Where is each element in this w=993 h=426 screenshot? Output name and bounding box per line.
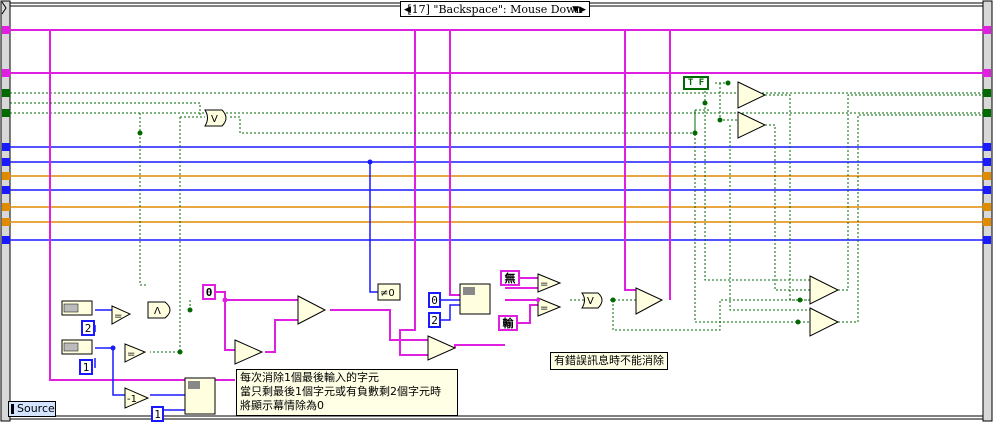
- svg-text:-1: -1: [127, 394, 137, 405]
- svg-text:=: =: [540, 279, 548, 290]
- numeric-constant-zero[interactable]: 0: [428, 292, 441, 308]
- and-gate: [147, 301, 171, 319]
- numeric-constant-two-a[interactable]: 2: [81, 320, 95, 336]
- select-node-4: [635, 287, 664, 315]
- svg-text:=: =: [540, 303, 548, 314]
- main-note-line-2: 當只剩最後1個字元或有負數剩2個字元時: [240, 385, 441, 398]
- or-gate-right: [581, 292, 603, 309]
- select-node-1: [297, 295, 327, 325]
- wires-string: [49, 29, 983, 381]
- svg-text:V: V: [587, 296, 594, 307]
- error-note-comment: 有錯誤訊息時不能消除: [550, 352, 668, 370]
- or-label-top: V: [211, 114, 218, 125]
- decrement-case-arrow-icon[interactable]: ◀: [404, 5, 411, 15]
- wires-numeric: [94, 162, 460, 411]
- equal-node-2: [124, 343, 147, 363]
- string-constant-none[interactable]: 無: [500, 270, 520, 286]
- wires-horizontal: [10, 29, 983, 241]
- tunnels: [2, 26, 991, 244]
- string-constant-zero[interactable]: 0: [202, 284, 216, 300]
- equal-node-1: [111, 305, 132, 325]
- or-gate-top: [204, 109, 227, 127]
- select-node-5: [737, 81, 767, 109]
- select-node-7: [809, 275, 840, 305]
- and-label: Λ: [154, 306, 161, 317]
- not-equal-zero-node: [377, 283, 401, 301]
- equal-node-4: [537, 297, 562, 317]
- select-node-6: [737, 111, 767, 139]
- svg-text:=: =: [114, 311, 122, 322]
- function-nodes: [61, 80, 840, 415]
- boolean-constant-tf[interactable]: T F: [683, 76, 709, 90]
- main-note-comment: 每次消除1個最後輸入的字元 當只剩最後1個字元或有負數剩2個字元時 將顯示幕情除…: [236, 369, 458, 416]
- main-note-line-1: 每次消除1個最後輸入的字元: [240, 371, 379, 384]
- numeric-constant-two-b[interactable]: 2: [428, 312, 441, 328]
- main-note-line-3: 將顯示幕情除為0: [240, 399, 324, 412]
- numeric-constant-one-b[interactable]: 1: [151, 406, 164, 422]
- select-node-2: [234, 339, 264, 365]
- string-constant-input[interactable]: 輸: [498, 315, 518, 331]
- svg-text:=: =: [127, 349, 135, 360]
- case-selector-label: [17] "Backspace": Mouse Down: [407, 3, 583, 16]
- source-terminal[interactable]: Source: [8, 401, 56, 417]
- select-node-3: [427, 335, 457, 361]
- minus-one-node: [124, 387, 150, 409]
- select-node-8: [809, 307, 840, 337]
- case-selector[interactable]: ◀ [17] "Backspace": Mouse Down ▼▶: [400, 1, 590, 17]
- node-labels: V Λ = = = = -1 V ≠0: [114, 114, 594, 405]
- svg-text:≠0: ≠0: [380, 288, 395, 299]
- numeric-constant-one-a[interactable]: 1: [79, 359, 93, 375]
- equal-node-3: [537, 273, 562, 293]
- case-dropdown-arrow-icon[interactable]: ▼▶: [572, 5, 586, 15]
